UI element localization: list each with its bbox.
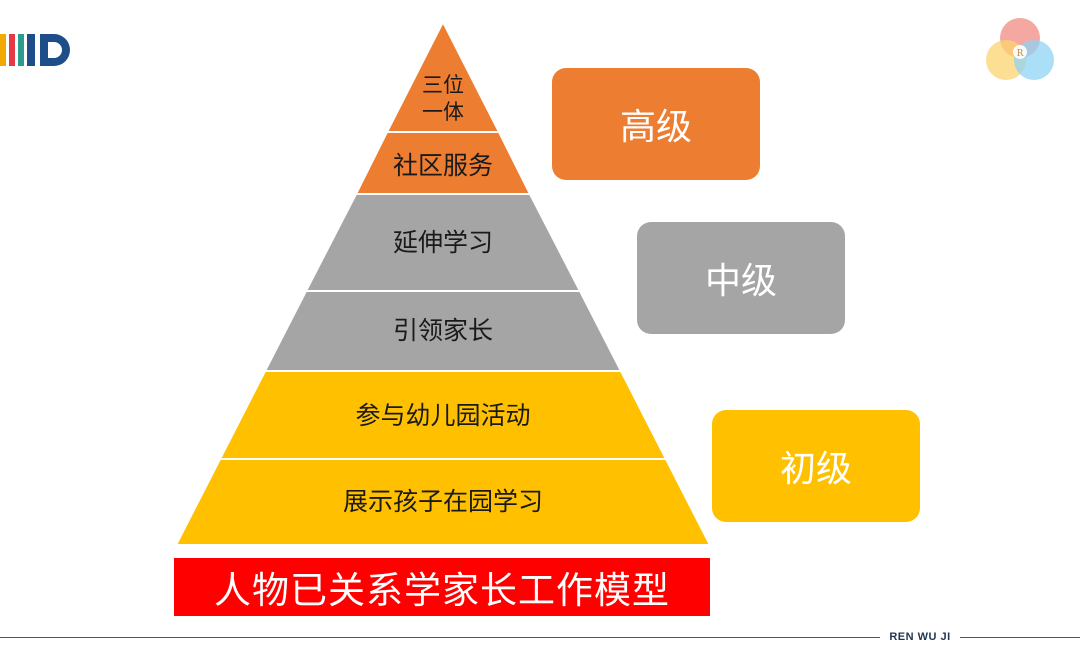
level-badge-high: 高级 (552, 68, 760, 180)
brand-logo-icon (0, 34, 70, 66)
pyramid-level-1-label-line2: 一体 (422, 100, 464, 124)
footer-divider (0, 637, 1080, 638)
svg-text:R: R (1017, 49, 1024, 59)
pyramid-level-6-label: 展示孩子在园学习 (343, 487, 543, 516)
level-badge-mid: 中级 (637, 222, 845, 334)
pyramid-level-1-label-line1: 三位 (422, 73, 464, 97)
pyramid-level-5-label: 参与幼儿园活动 (355, 401, 530, 430)
diagram-title: 人物已关系学家长工作模型 (174, 558, 710, 616)
pyramid-level-4-label: 引领家长 (393, 316, 493, 345)
pyramid-level-3-label: 延伸学习 (393, 228, 493, 257)
level-badge-low: 初级 (712, 410, 920, 522)
footer-brand: REN WU JI (880, 628, 960, 646)
pyramid-level-6 (174, 458, 712, 546)
pyramid-level-2-label: 社区服务 (393, 151, 493, 180)
circles-logo-icon: R (986, 18, 1054, 80)
